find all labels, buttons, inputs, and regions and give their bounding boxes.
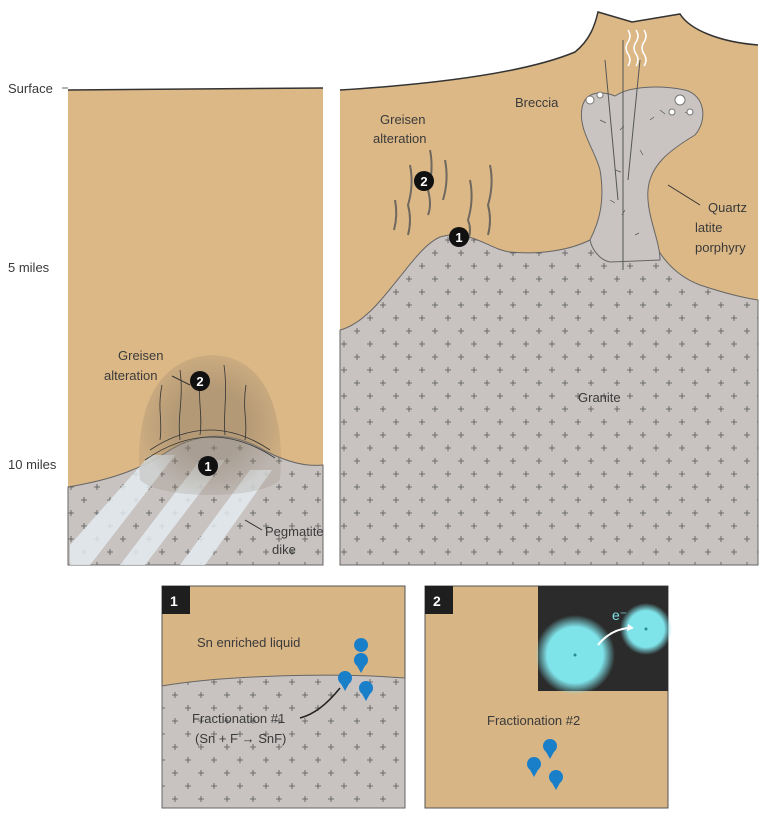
marker-left-1: 1 [198, 456, 218, 476]
five-miles-label: 5 miles [8, 260, 50, 275]
steam-vents [625, 29, 647, 67]
svg-text:2: 2 [420, 174, 427, 189]
svg-text:1: 1 [455, 230, 462, 245]
svg-text:2: 2 [196, 374, 203, 389]
ten-miles-label: 10 miles [8, 457, 57, 472]
greisen-label-left-1: Greisen [118, 348, 164, 363]
greisen-label-right-2: alteration [373, 131, 426, 146]
porphyry-label-3: porphyry [695, 240, 746, 255]
inset-1-badge: 1 [170, 593, 178, 609]
greisen-label-left-2: alteration [104, 368, 157, 383]
tin-droplets-2 [527, 739, 563, 790]
granite-label: Granite [578, 390, 621, 405]
svg-text:1: 1 [204, 459, 211, 474]
reaction-label: (Sn + F → SnF) [195, 731, 286, 746]
surface-label: Surface [8, 81, 53, 96]
pegmatite-label-1: Pegmatite [265, 524, 324, 539]
breccia-label: Breccia [515, 95, 559, 110]
breccia-clasts [585, 91, 694, 116]
marker-left-2: 2 [190, 371, 210, 391]
inset-2-badge: 2 [433, 593, 441, 609]
fractionation-2-label: Fractionation #2 [487, 713, 580, 728]
tin-droplets-1 [338, 638, 373, 701]
conduit-fractures [604, 40, 641, 270]
greisen-label-right-1: Greisen [380, 112, 426, 127]
porphyry-label-2: latite [695, 220, 722, 235]
pegmatite-label-2: dike [272, 542, 296, 557]
greisen-veins [144, 364, 276, 461]
sn-liquid-label: Sn enriched liquid [197, 635, 300, 650]
inset-2: e⁻ 2 Fractionation #2 [424, 585, 672, 809]
inset-1: 1 Sn enriched liquid Fractionation #1 (S… [161, 585, 406, 809]
marker-right-1: 1 [449, 227, 469, 247]
depth-labels: Surface 5 miles 10 miles [8, 81, 68, 472]
right-cross-section [339, 11, 759, 566]
electron-label: e⁻ [612, 607, 627, 623]
porphyry-label-1: Quartz [708, 200, 747, 215]
marker-right-2: 2 [414, 171, 434, 191]
fractionation-1-label: Fractionation #1 [192, 711, 285, 726]
left-cross-section [67, 87, 324, 566]
